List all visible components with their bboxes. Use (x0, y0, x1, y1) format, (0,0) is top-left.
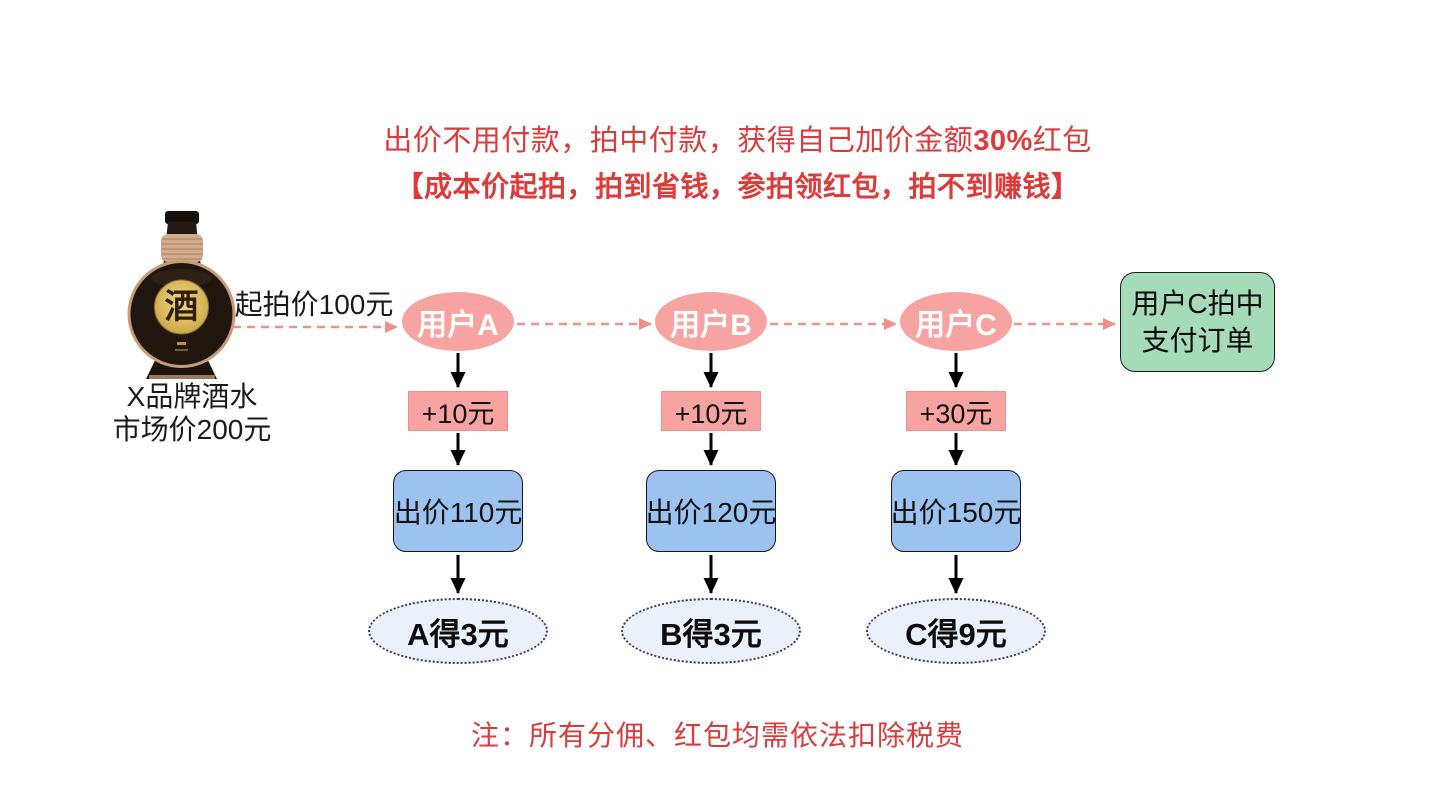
wine-bottle-image: 酒 (127, 211, 236, 379)
bottle-medallion (154, 279, 209, 335)
bid-box-a: 出价110元 (393, 470, 523, 552)
result-line2: 支付订单 (1141, 325, 1254, 356)
product-name: X品牌酒水 (126, 381, 258, 412)
headline-pre: 出价不用付款，拍中付款，获得自己加价金额 (383, 125, 974, 157)
bid-box-c: 出价150元 (891, 470, 1021, 552)
bottle-cap (165, 211, 199, 224)
user-node-a: 用户A (402, 292, 514, 351)
user-node-c: 用户C (900, 292, 1012, 351)
headline-percent: 30% (973, 125, 1033, 157)
increment-box-b: +10元 (661, 391, 761, 431)
headline: 出价不用付款，拍中付款，获得自己加价金额30%红包 (40, 117, 1435, 159)
user-node-b: 用户B (655, 292, 767, 351)
product-label: X品牌酒水 市场价200元 (92, 380, 292, 446)
start-price-label: 起拍价100元 (234, 289, 394, 320)
increment-box-c: +30元 (906, 391, 1006, 431)
increment-box-a: +10元 (408, 391, 508, 431)
reward-ellipse-a: A得3元 (368, 598, 548, 664)
result-line1: 用户C拍中 (1131, 288, 1264, 319)
sub-headline: 【成本价起拍，拍到省钱，参拍领红包，拍不到赚钱】 (395, 171, 1080, 202)
product-price: 市场价200元 (112, 414, 272, 445)
bottle-neck-rope (161, 234, 203, 262)
headline-post: 红包 (1032, 125, 1092, 157)
reward-ellipse-b: B得3元 (621, 598, 801, 664)
reward-ellipse-c: C得9元 (866, 598, 1046, 664)
result-box: 用户C拍中 支付订单 (1120, 272, 1275, 372)
bid-box-b: 出价120元 (646, 470, 776, 552)
tax-note: 注：所有分佣、红包均需依法扣除税费 (470, 720, 964, 751)
bottle-medallion-glyph: 酒 (165, 288, 199, 326)
